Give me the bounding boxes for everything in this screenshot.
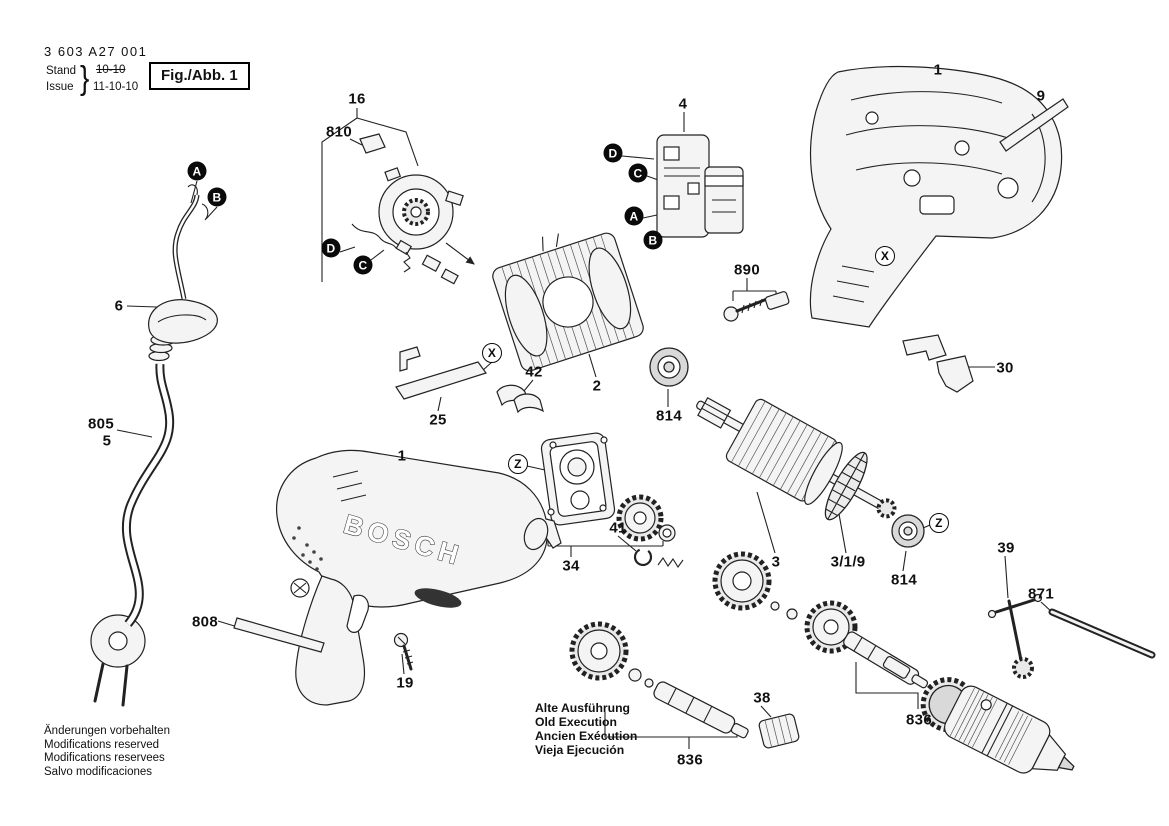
part-label-836: 836 [677,751,703,769]
old-execution-note: Alte Ausführung Old Execution Ancien Exé… [535,701,637,757]
impact-gear [712,551,798,620]
part-label-810: 810 [326,123,352,141]
part-label-890: 890 [734,261,760,279]
callout-z: Z [929,513,949,533]
part-label-5: 5 [102,432,112,450]
lever-9 [999,98,1069,152]
chuck [920,677,1075,774]
power-cord-assembly [90,184,218,707]
callout-a: A [187,161,207,181]
note-line-fr: Ancien Exécution [535,729,638,743]
footer-line-es: Salvo modificaciones [44,765,153,778]
chuck-key-39 [987,593,1043,679]
part-label-19: 19 [396,674,414,692]
blade-808 [233,617,325,653]
stand-label: Stand [46,65,77,77]
part-label-814: 814 [656,407,682,425]
switch-module [656,134,744,238]
modifications-note: Änderungen vorbehalten Modifications res… [44,725,170,779]
gear-plate-34 [540,432,684,568]
callout-d: D [603,143,623,163]
callout-b: B [643,230,663,250]
bearing-814-right [891,514,925,548]
part-label-2: 2 [592,377,602,395]
issue-value: 11-10-10 [93,81,139,93]
part-label-38: 38 [753,689,771,707]
callout-c: C [353,255,373,275]
note-line-es: Vieja Ejecución [535,743,625,757]
note-line-de: Alte Ausführung [535,701,631,715]
field-stator [492,232,644,372]
part-label-808: 808 [192,613,218,631]
key-rod-871 [1048,608,1156,659]
part-label-9: 9 [1036,87,1046,105]
part-label-39: 39 [997,539,1015,557]
brace-glyph: } [80,59,90,97]
figure-label: Fig./Abb. 1 [149,62,250,90]
callout-x: X [875,246,895,266]
bearing-814-left [649,347,689,387]
brush-plate-assembly [351,133,464,285]
note-line-en: Old Execution [535,715,617,729]
part-label-1: 1 [397,447,407,465]
part-label-42: 42 [525,363,543,381]
clip-parts-30 [902,334,974,393]
callout-d: D [321,238,341,258]
footer-line-en: Modifications reserved [44,738,160,751]
base-plate-25 [395,346,487,400]
armature [696,396,897,521]
spindle-836-right [804,600,929,689]
callout-b: B [207,187,227,207]
part-label-3: 3 [771,553,781,571]
part-label-30: 30 [996,359,1014,377]
part-label-25: 25 [429,411,447,429]
footer-line-fr: Modifications reservees [44,752,165,764]
issue-label: Issue [46,81,74,93]
spindle-836-left [569,621,749,739]
part-number: 3 603 A27 001 [44,44,148,59]
part-label-1: 1 [933,61,943,79]
part-label-6: 6 [114,297,124,315]
motor-housing [809,66,1063,328]
roller-38 [758,713,800,749]
part-label-871: 871 [1028,585,1054,603]
callout-a: A [624,206,644,226]
callout-c: C [628,163,648,183]
stand-value-struck: 10-10 [96,64,126,76]
part-label-836: 836 [906,711,932,729]
part-label-41: 41 [609,519,627,537]
part-label-34: 34 [562,557,580,575]
callout-x: X [482,343,502,363]
part-label-3-1-9: 3/1/9 [830,553,866,571]
footer-line-de: Änderungen vorbehalten [44,725,170,737]
part-label-4: 4 [678,95,688,113]
part-label-805: 805 [88,415,114,433]
callout-z: Z [508,454,528,474]
drill-body: BOSCH [276,449,562,706]
screw-890 [723,291,790,322]
part-label-16: 16 [348,90,366,108]
part-label-814: 814 [891,571,917,589]
screw-19 [393,632,414,671]
brush-holder-42 [496,384,544,414]
